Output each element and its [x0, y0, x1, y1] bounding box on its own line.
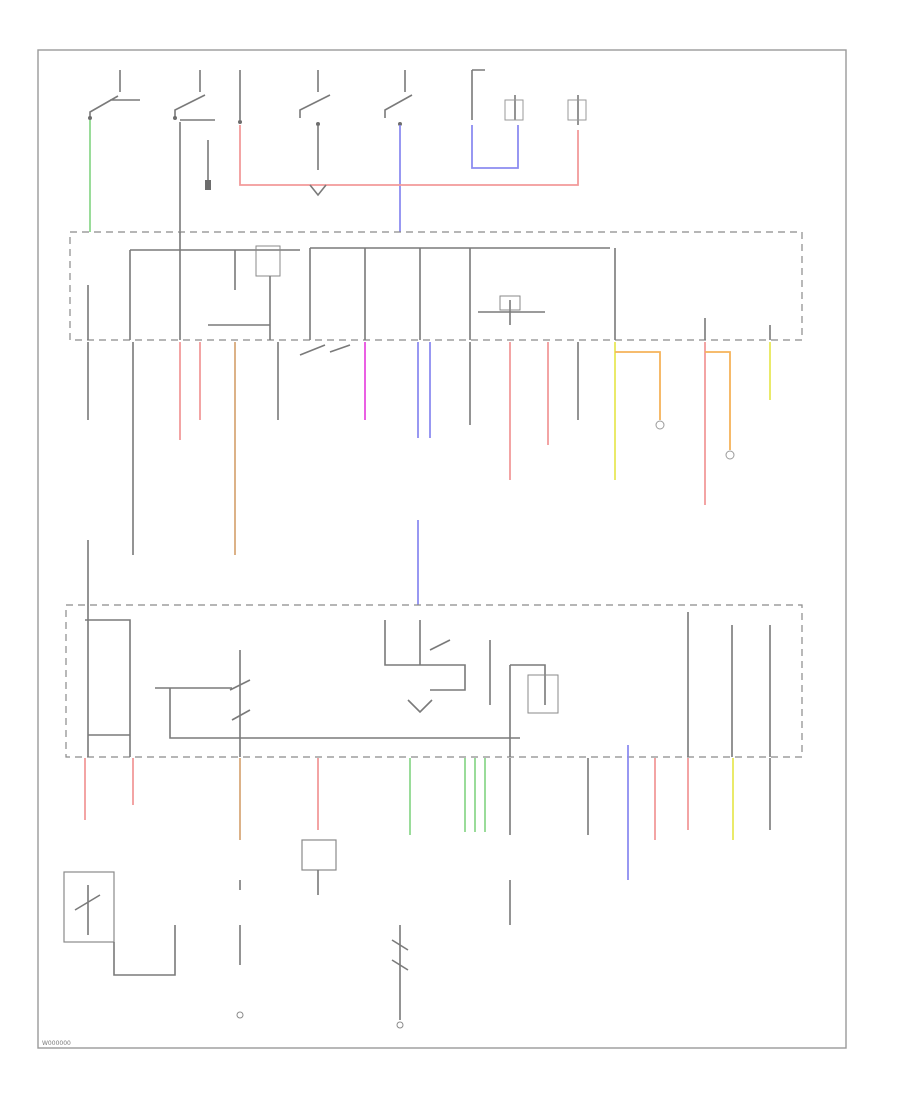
upper-branches [87, 342, 771, 555]
lower-box-internals [85, 605, 771, 757]
mid-links [87, 520, 419, 605]
diagram-frame [37, 49, 847, 1049]
upper-box-internals [87, 232, 771, 356]
page-code: W000000 [42, 1040, 71, 1047]
bottom-components [63, 839, 511, 1029]
top-leads [89, 120, 579, 232]
lower-junction-box [65, 604, 803, 758]
top-switches [88, 69, 587, 126]
lower-branches [84, 745, 771, 880]
upper-junction-box [69, 231, 803, 341]
